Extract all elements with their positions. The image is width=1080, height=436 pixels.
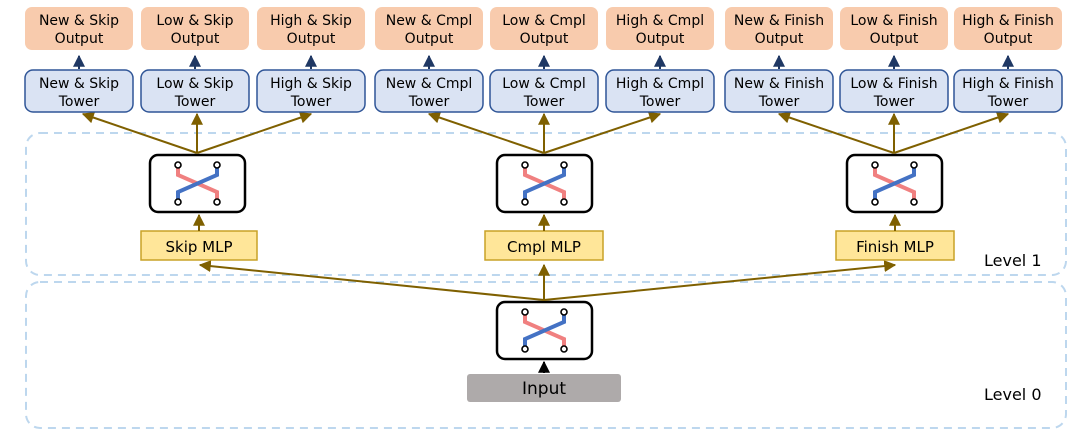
tower-box: New & Cmpl Tower (374, 69, 484, 113)
level-1-label: Level 1 (984, 251, 1042, 270)
output-box: New & Cmpl Output (375, 7, 483, 50)
output-label-line1: High & Finish (962, 13, 1054, 29)
output-box: New & Skip Output (25, 7, 133, 50)
output-box: New & Finish Output (725, 7, 833, 50)
finish-mlp-label: Finish MLP (856, 238, 934, 256)
tower-label-line1: Low & Cmpl (502, 76, 586, 92)
output-label-line1: High & Cmpl (616, 13, 704, 29)
tower-box: Low & Finish Tower (839, 69, 949, 113)
output-label-line2: Output (405, 31, 454, 47)
tower-label-line2: Tower (174, 94, 216, 110)
tower-label-line1: New & Cmpl (386, 76, 473, 92)
tower-label-line1: High & Finish (962, 76, 1054, 92)
skip-gate-to-high-tower-arrow (196, 111, 313, 154)
tower-box: New & Finish Tower (724, 69, 834, 113)
level-0-gate-icon (495, 300, 594, 361)
output-box: High & Cmpl Output (606, 7, 714, 50)
tower-label-line1: High & Skip (270, 76, 352, 92)
gate0-to-skip-mlp-arrow (198, 260, 545, 301)
outputs-layer: New & Skip Output Low & Skip Output High… (25, 7, 1062, 50)
tower-label-line2: Tower (408, 94, 450, 110)
skip-gate-icon (148, 153, 247, 214)
output-label-line2: Output (287, 31, 336, 47)
output-label-line1: New & Cmpl (386, 13, 473, 29)
tower-label-line2: Tower (987, 94, 1029, 110)
skip-gate-to-new-tower-arrow (81, 111, 198, 154)
output-label-line2: Output (984, 31, 1033, 47)
tower-label-line2: Tower (758, 94, 800, 110)
tower-to-output-arrows (73, 54, 1014, 69)
level-1-region (25, 132, 1067, 276)
finish-gate-icon (845, 153, 944, 214)
finish-gate-to-high-tower-arrow (893, 111, 1010, 154)
output-label-line1: High & Skip (270, 13, 352, 29)
output-label-line2: Output (55, 31, 104, 47)
tower-box: High & Skip Tower (256, 69, 366, 113)
output-label-line2: Output (520, 31, 569, 47)
output-label-line1: Low & Skip (156, 13, 233, 29)
tower-label-line2: Tower (290, 94, 332, 110)
finish-gate-to-new-tower-arrow (777, 111, 895, 154)
towers-layer: New & Skip Tower Low & Skip Tower High &… (24, 69, 1063, 113)
output-label-line2: Output (870, 31, 919, 47)
tower-label-line2: Tower (523, 94, 565, 110)
output-label-line2: Output (636, 31, 685, 47)
output-box: High & Skip Output (257, 7, 365, 50)
tower-label-line2: Tower (58, 94, 100, 110)
output-label-line1: New & Finish (734, 13, 824, 29)
output-label-line1: Low & Finish (850, 13, 937, 29)
cmpl-gate-to-high-tower-arrow (543, 111, 662, 154)
skip-mlp-label: Skip MLP (165, 238, 232, 256)
output-box: Low & Skip Output (141, 7, 249, 50)
tower-box: High & Cmpl Tower (605, 69, 715, 113)
tower-label-line1: Low & Skip (156, 76, 233, 92)
tower-box: Low & Skip Tower (140, 69, 250, 113)
level-0-region (25, 281, 1067, 429)
output-box: Low & Finish Output (840, 7, 948, 50)
cmpl-gate-icon (495, 153, 594, 214)
tower-label-line2: Tower (873, 94, 915, 110)
cmpl-mlp-label: Cmpl MLP (507, 238, 581, 256)
tower-label-line1: New & Skip (39, 76, 119, 92)
tower-label-line1: New & Finish (734, 76, 824, 92)
tower-label-line1: Low & Finish (850, 76, 937, 92)
cmpl-gate-to-new-tower-arrow (427, 111, 545, 154)
output-label-line1: Low & Cmpl (502, 13, 586, 29)
tower-label-line2: Tower (639, 94, 681, 110)
tower-box: High & Finish Tower (953, 69, 1063, 113)
level-0-label: Level 0 (984, 385, 1042, 404)
finish-mlp-box (835, 230, 955, 261)
gate0-to-finish-mlp-arrow (543, 260, 897, 301)
tower-box: Low & Cmpl Tower (489, 69, 599, 113)
input-label: Input (522, 379, 566, 399)
input-box (467, 374, 621, 402)
tower-label-line1: High & Cmpl (616, 76, 704, 92)
output-label-line2: Output (755, 31, 804, 47)
output-box: High & Finish Output (954, 7, 1062, 50)
tower-box: New & Skip Tower (24, 69, 134, 113)
output-label-line2: Output (171, 31, 220, 47)
output-box: Low & Cmpl Output (490, 7, 598, 50)
output-label-line1: New & Skip (39, 13, 119, 29)
